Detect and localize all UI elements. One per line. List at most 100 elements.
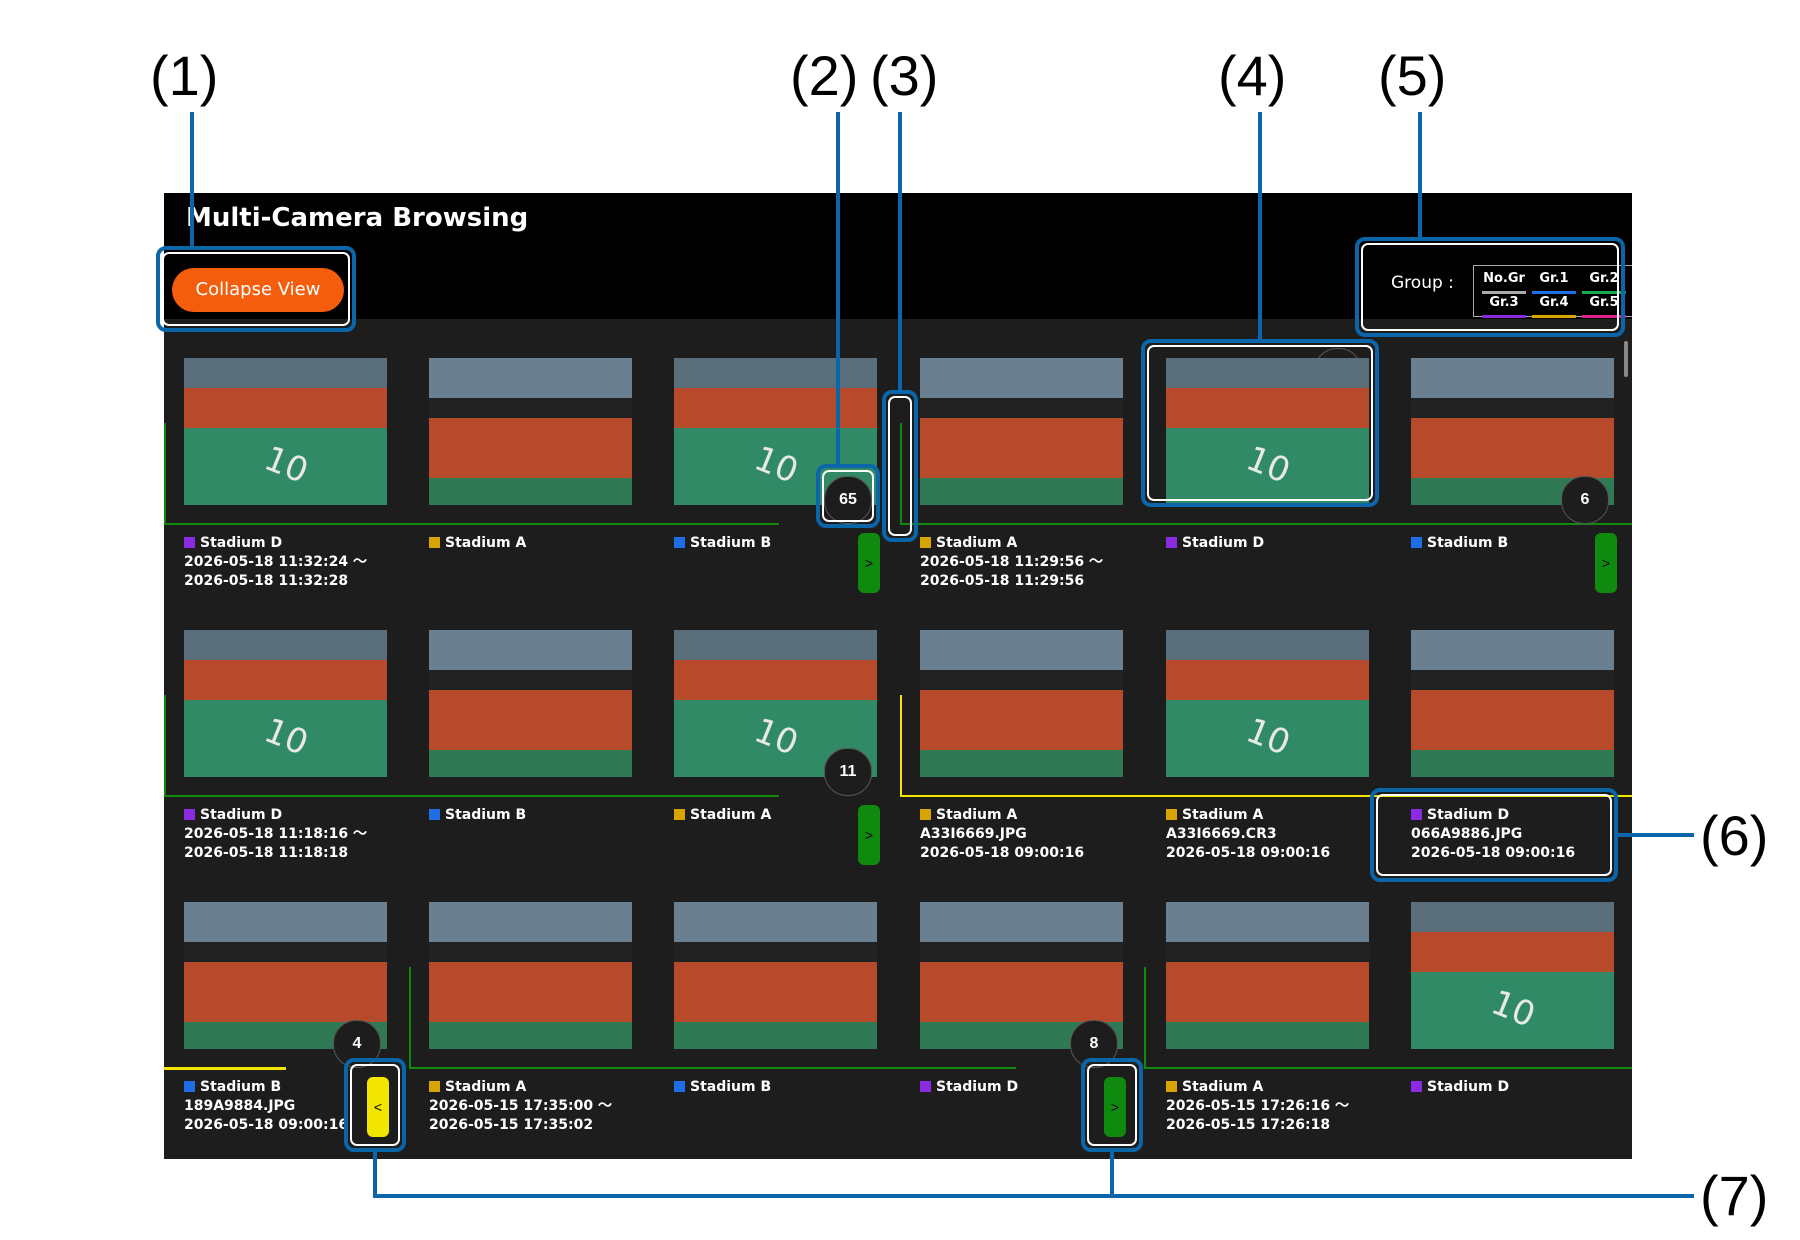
group-line-r2a-v xyxy=(164,695,166,795)
info-line-1: 2026-05-18 11:32:24 ～ xyxy=(184,554,367,570)
group-button-gr1[interactable]: Gr.1 xyxy=(1532,271,1576,294)
callout-7: (7) xyxy=(1700,1164,1769,1227)
image-info: Stadium B xyxy=(674,534,771,553)
collapse-view-button[interactable]: Collapse View xyxy=(172,268,344,312)
thumbnail-image xyxy=(920,358,1123,505)
group-line-r3a xyxy=(164,1067,286,1070)
group-line-r2a xyxy=(164,795,779,797)
leader-line-1 xyxy=(190,112,194,246)
image-card[interactable]: Stadium B xyxy=(654,892,899,1159)
info-line-2: 2026-05-18 11:29:56 xyxy=(920,573,1085,589)
expand-group-button[interactable]: > xyxy=(858,805,880,865)
camera-color-icon xyxy=(429,809,440,820)
camera-name: Stadium B xyxy=(445,807,527,823)
camera-color-icon xyxy=(920,537,931,548)
file-name: 189A9884.JPG xyxy=(184,1098,296,1114)
camera-color-icon xyxy=(429,1081,440,1092)
image-info: Stadium B 189A9884.JPG 2026-05-18 09:00:… xyxy=(184,1078,348,1135)
image-card[interactable]: Stadium A A33I6669.JPG 2026-05-18 09:00:… xyxy=(900,620,1145,892)
camera-name: Stadium D xyxy=(1182,535,1265,551)
leader-line-2 xyxy=(836,112,840,464)
camera-color-icon xyxy=(184,1081,195,1092)
camera-color-icon xyxy=(1166,809,1177,820)
camera-name: Stadium A xyxy=(936,807,1018,823)
info-line-1: 2026-05-18 11:18:16 ～ xyxy=(184,826,367,842)
group-button-gr4[interactable]: Gr.4 xyxy=(1532,295,1576,318)
camera-name: Stadium A xyxy=(445,1079,527,1095)
info-line-2: 2026-05-15 17:35:02 xyxy=(429,1117,594,1133)
image-info: Stadium A 2026-05-15 17:35:00 ～ 2026-05-… xyxy=(429,1078,612,1135)
leader-line-7a xyxy=(373,1152,377,1198)
thumbnail-image: 10 xyxy=(674,358,877,505)
expand-group-button[interactable]: > xyxy=(858,533,880,593)
expand-group-button[interactable]: > xyxy=(1104,1077,1126,1137)
highlight-count-badge xyxy=(816,464,880,528)
thumbnail-image xyxy=(920,630,1123,777)
group-button-gr3[interactable]: Gr.3 xyxy=(1482,295,1526,318)
image-card[interactable]: 10 Stadium D 2026-05-18 11:32:24 ～ 2026-… xyxy=(164,348,409,620)
camera-color-icon xyxy=(920,1081,931,1092)
callout-5: (5) xyxy=(1378,44,1447,107)
camera-name: Stadium A xyxy=(445,535,527,551)
group-line-r3b xyxy=(409,1067,1016,1069)
group-line-r1a xyxy=(164,523,779,525)
info-line-1: 2026-05-18 11:29:56 ～ xyxy=(920,554,1103,570)
image-info: Stadium D 2026-05-18 11:18:16 ～ 2026-05-… xyxy=(184,806,367,863)
image-info: Stadium D xyxy=(920,1078,1018,1097)
group-line-r2b-v xyxy=(900,695,902,795)
group-button-gr5[interactable]: Gr.5 xyxy=(1582,295,1626,318)
thumbnail-image xyxy=(429,902,632,1049)
camera-color-icon xyxy=(920,809,931,820)
file-name: A33I6669.CR3 xyxy=(1166,826,1277,842)
camera-name: Stadium A xyxy=(936,535,1018,551)
group-line-r3c-v xyxy=(1144,967,1146,1067)
image-card-selected[interactable]: 10 Stadium D xyxy=(1146,348,1391,620)
image-card[interactable]: Stadium A xyxy=(409,348,654,620)
scrollbar[interactable] xyxy=(1624,341,1628,377)
image-info: Stadium A A33I6669.CR3 2026-05-18 09:00:… xyxy=(1166,806,1330,863)
highlight-prev-button xyxy=(344,1058,406,1152)
info-line-1: 2026-05-15 17:35:00 ～ xyxy=(429,1098,612,1114)
image-card[interactable]: 10 Stadium D xyxy=(1391,892,1632,1159)
camera-name: Stadium B xyxy=(1427,535,1509,551)
camera-color-icon xyxy=(1411,809,1422,820)
group-line-r1b-v xyxy=(900,423,902,523)
callout-1: (1) xyxy=(150,44,219,107)
group-line-r3c xyxy=(1144,1067,1632,1069)
image-info: Stadium D 066A9886.JPG 2026-05-18 09:00:… xyxy=(1411,806,1575,863)
collapse-group-button[interactable]: < xyxy=(367,1077,389,1137)
image-card[interactable]: Stadium A 2026-05-15 17:35:00 ～ 2026-05-… xyxy=(409,892,654,1159)
thumbnail-image: 10 xyxy=(1411,902,1614,1049)
expand-group-button[interactable]: > xyxy=(1595,533,1617,593)
image-info: Stadium A 2026-05-15 17:26:16 ～ 2026-05-… xyxy=(1166,1078,1349,1135)
image-card[interactable]: Stadium A 2026-05-18 11:29:56 ～ 2026-05-… xyxy=(900,348,1145,620)
camera-color-icon xyxy=(1166,537,1177,548)
info-line-2: 2026-05-15 17:26:18 xyxy=(1166,1117,1331,1133)
image-card[interactable]: 10 Stadium A A33I6669.CR3 2026-05-18 09:… xyxy=(1146,620,1391,892)
image-card[interactable]: 10 Stadium A xyxy=(654,620,899,892)
group-label: Group : xyxy=(1391,273,1454,293)
info-line-2: 2026-05-18 11:18:18 xyxy=(184,845,349,861)
thumbnail-image xyxy=(1166,902,1369,1049)
image-info: Stadium A 2026-05-18 11:29:56 ～ 2026-05-… xyxy=(920,534,1103,591)
camera-name: Stadium B xyxy=(200,1079,282,1095)
image-card[interactable]: Stadium B xyxy=(409,620,654,892)
image-card[interactable]: Stadium D 066A9886.JPG 2026-05-18 09:00:… xyxy=(1391,620,1632,892)
image-info: Stadium A A33I6669.JPG 2026-05-18 09:00:… xyxy=(920,806,1084,863)
image-card[interactable]: Stadium A 2026-05-15 17:26:16 ～ 2026-05-… xyxy=(1146,892,1391,1159)
camera-name: Stadium A xyxy=(1182,1079,1264,1095)
image-info: Stadium A xyxy=(429,534,526,553)
group-button-gr2[interactable]: Gr.2 xyxy=(1582,271,1626,294)
info-line-2: 2026-05-18 11:32:28 xyxy=(184,573,349,589)
camera-name: Stadium D xyxy=(200,807,283,823)
thumbnail-image xyxy=(674,902,877,1049)
leader-line-7b xyxy=(1110,1152,1114,1198)
camera-color-icon xyxy=(184,809,195,820)
group-line-r2b xyxy=(900,795,1632,797)
camera-name: Stadium D xyxy=(936,1079,1019,1095)
image-card[interactable]: 10 Stadium D 2026-05-18 11:18:16 ～ 2026-… xyxy=(164,620,409,892)
image-info: Stadium B xyxy=(1411,534,1508,553)
highlight-group-line xyxy=(882,390,918,542)
camera-color-icon xyxy=(674,809,685,820)
group-button-no-gr[interactable]: No.Gr xyxy=(1482,271,1526,294)
